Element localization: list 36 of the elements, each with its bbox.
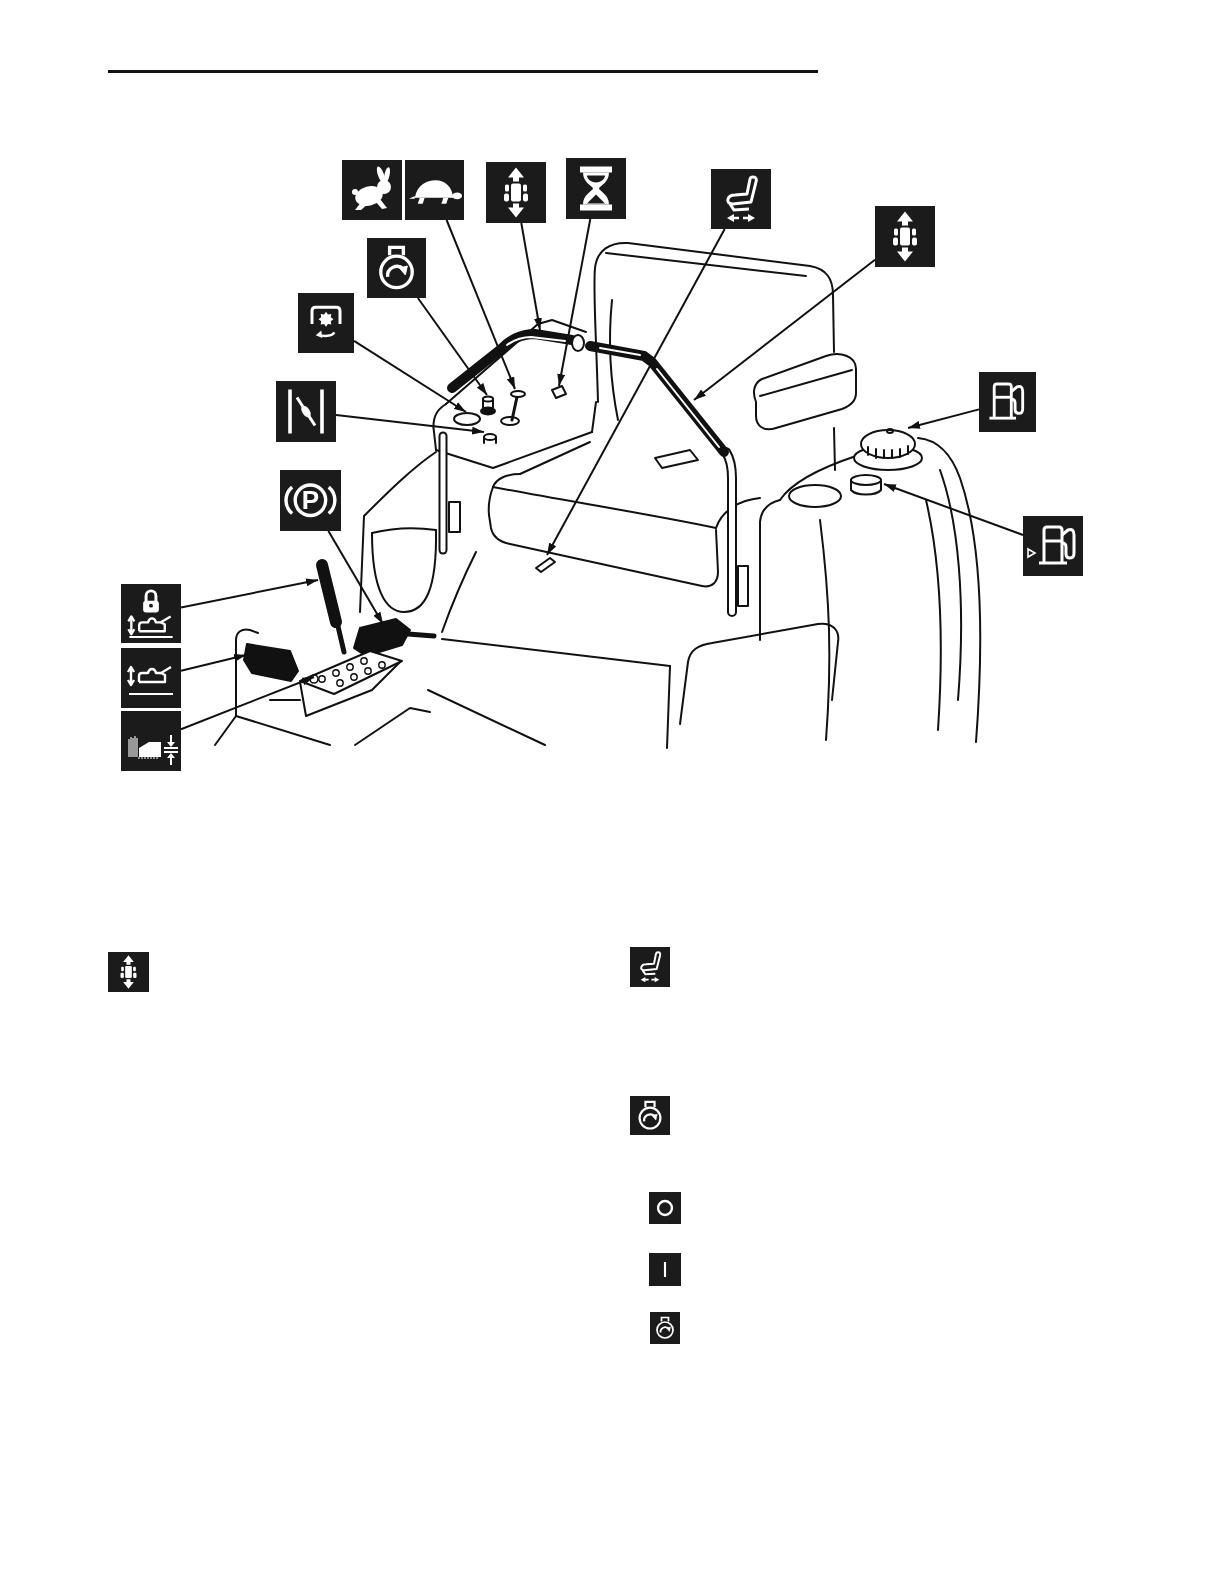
rabbit-icon [342,160,402,220]
leader-line [335,414,485,435]
seat-arrows-icon [630,947,670,987]
engine-rotate-icon [650,1312,680,1344]
leader-line [907,408,980,429]
leader-line [416,297,488,396]
leader-line [180,653,247,672]
leader-line [883,483,1024,536]
leader-line [445,219,516,390]
parking-brake-sign [280,470,341,531]
padlock-lever-icon [121,584,181,643]
leader-line [557,218,592,387]
leader-line [327,530,384,625]
fuel-pump-icon [1023,516,1083,576]
sign-letter: P [301,487,320,513]
leader-line [520,222,542,331]
vehicle-arrows-icon [108,952,149,992]
grass-height-icon [121,711,181,771]
gear-rotate-icon [298,293,354,353]
seat-arrows-icon [711,169,771,229]
engine-rotate-icon [367,238,426,298]
turtle-icon [405,160,464,220]
bar-icon [649,1253,681,1286]
ring-icon [649,1192,681,1224]
fuel-pump-icon [979,372,1036,432]
leader-line [546,228,726,556]
vehicle-arrows-icon [486,162,546,223]
leader-line [353,339,467,413]
lever-icon [121,648,181,708]
leader-line [693,258,876,401]
engine-rotate-icon [630,1096,670,1135]
leader-line [180,676,315,731]
hourglass-icon [566,158,626,219]
leader-line [180,578,319,609]
valve-icon [276,381,336,442]
vehicle-arrows-icon [875,206,935,267]
